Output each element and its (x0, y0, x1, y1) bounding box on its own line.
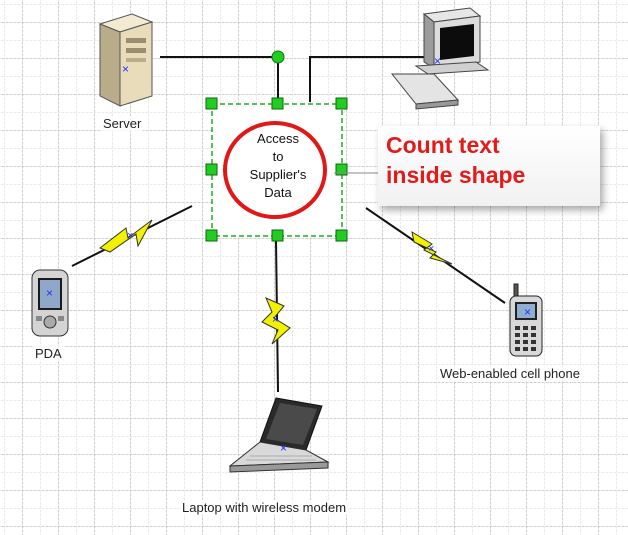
callout-line: inside shape (386, 162, 526, 188)
shape-text-line: Access (257, 131, 299, 146)
connection-x-mark: × (272, 314, 278, 326)
lightning-bolt-icon (261, 297, 291, 345)
svg-text:×: × (524, 305, 531, 319)
laptop-label: Laptop with wireless modem (180, 500, 349, 515)
handle[interactable] (205, 229, 218, 242)
lightning-bolt-icon (98, 219, 153, 253)
callout-text: Count text inside shape (386, 130, 525, 190)
handle[interactable] (205, 97, 218, 110)
shape-text[interactable]: Access to Supplier's Data (228, 130, 328, 202)
connection-x-mark: × (127, 230, 133, 242)
pda-label: PDA (33, 346, 64, 361)
highlight-circle (223, 121, 327, 219)
server-label: Server (101, 116, 144, 131)
handle[interactable] (205, 163, 218, 176)
handle[interactable] (335, 97, 348, 110)
connection-x-mark: × (428, 243, 434, 255)
handle[interactable] (271, 97, 284, 110)
svg-text:×: × (280, 441, 287, 455)
shape-text-line: Data (264, 185, 292, 200)
lightning-bolt-icon (411, 230, 453, 265)
connection-point[interactable] (271, 50, 285, 64)
laptop-icon[interactable]: × (222, 392, 338, 488)
cell-phone-icon[interactable]: × (502, 282, 552, 362)
handle[interactable] (335, 229, 348, 242)
wireless-link-laptop[interactable] (275, 239, 279, 393)
connector-server[interactable] (160, 56, 279, 102)
callout-line: Count text (386, 132, 500, 158)
shape-text-line: to (272, 149, 284, 164)
desktop-computer-icon[interactable]: × (388, 4, 498, 114)
selection-handles[interactable] (205, 97, 348, 242)
svg-text:×: × (122, 62, 129, 76)
handle[interactable] (335, 163, 348, 176)
handle[interactable] (271, 229, 284, 242)
svg-text:×: × (46, 286, 53, 300)
callout-box: Count text inside shape (378, 126, 600, 206)
connector-desktop[interactable] (309, 56, 430, 102)
pda-icon[interactable]: × (26, 262, 80, 342)
server-icon[interactable]: × (86, 10, 166, 110)
cell-phone-label: Web-enabled cell phone (438, 366, 582, 381)
shape-text-line: Supplier's (249, 167, 307, 182)
svg-text:×: × (434, 54, 441, 68)
